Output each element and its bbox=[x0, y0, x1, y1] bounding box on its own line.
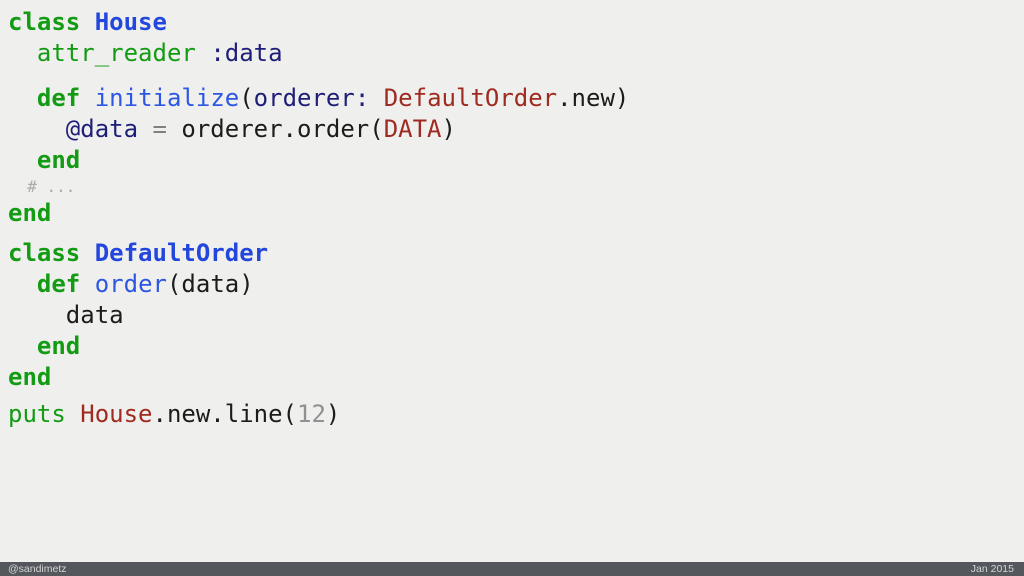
code-token: :data bbox=[210, 39, 283, 67]
code-token bbox=[66, 400, 80, 428]
code-token: class bbox=[8, 8, 81, 36]
code-line: end bbox=[8, 198, 1024, 229]
code-token bbox=[8, 84, 37, 112]
code-token: orderer: bbox=[253, 84, 370, 112]
code-line: end bbox=[8, 362, 1024, 393]
code-token: def bbox=[36, 270, 81, 298]
code-token: .new) bbox=[557, 84, 630, 112]
code-token bbox=[8, 39, 37, 67]
code-token bbox=[196, 39, 210, 67]
code-token: DATA bbox=[383, 115, 442, 143]
code-token: initialize bbox=[94, 84, 240, 112]
code-token bbox=[8, 115, 66, 143]
code-token: ) bbox=[441, 115, 456, 143]
code-token bbox=[8, 332, 37, 360]
code-token: attr_reader bbox=[36, 39, 196, 67]
code-token: puts bbox=[8, 400, 66, 428]
footer-bar: @sandimetz Jan 2015 bbox=[0, 562, 1024, 576]
code-token: end bbox=[36, 332, 81, 360]
code-line: attr_reader :data bbox=[8, 38, 1024, 69]
code-line: end bbox=[8, 331, 1024, 362]
footer-author: @sandimetz bbox=[8, 563, 67, 575]
code-line: def initialize(orderer: DefaultOrder.new… bbox=[8, 83, 1024, 114]
code-token: @data bbox=[65, 115, 139, 143]
code-token: # ... bbox=[27, 177, 76, 196]
code-line: end bbox=[8, 145, 1024, 176]
code-token: orderer.order( bbox=[166, 115, 384, 143]
code-token bbox=[80, 270, 94, 298]
code-line: class House bbox=[8, 7, 1024, 38]
code-token: 12 bbox=[297, 400, 326, 428]
code-token: data bbox=[8, 301, 124, 329]
code-token: House bbox=[80, 400, 153, 428]
code-token: ( bbox=[239, 84, 254, 112]
code-line: puts House.new.line(12) bbox=[8, 399, 1024, 430]
code-line: @data = orderer.order(DATA) bbox=[8, 114, 1024, 145]
code-token bbox=[8, 146, 37, 174]
code-token: (data) bbox=[166, 270, 254, 298]
code-token: = bbox=[152, 115, 167, 143]
code-token bbox=[138, 115, 152, 143]
code-line: def order(data) bbox=[8, 269, 1024, 300]
code-token bbox=[369, 84, 383, 112]
code-token bbox=[8, 270, 37, 298]
code-token: end bbox=[8, 199, 52, 227]
code-line: data bbox=[8, 300, 1024, 331]
code-line: class DefaultOrder bbox=[8, 238, 1024, 269]
footer-date: Jan 2015 bbox=[970, 563, 1014, 575]
code-token bbox=[80, 8, 94, 36]
code-token bbox=[80, 239, 94, 267]
code-token: DefaultOrder bbox=[383, 84, 558, 112]
code-token bbox=[8, 177, 27, 196]
code-token: .new.line( bbox=[152, 400, 298, 428]
code-token bbox=[80, 84, 94, 112]
code-token: class bbox=[8, 239, 81, 267]
code-token: def bbox=[36, 84, 81, 112]
code-token: DefaultOrder bbox=[94, 239, 269, 267]
code-line: # ... bbox=[8, 176, 1024, 198]
code-block: class House attr_reader :data def initia… bbox=[8, 7, 1024, 430]
code-token: order bbox=[94, 270, 167, 298]
code-token: House bbox=[94, 8, 167, 36]
code-token: ) bbox=[325, 400, 341, 428]
code-token: end bbox=[36, 146, 81, 174]
code-token: end bbox=[8, 363, 52, 391]
